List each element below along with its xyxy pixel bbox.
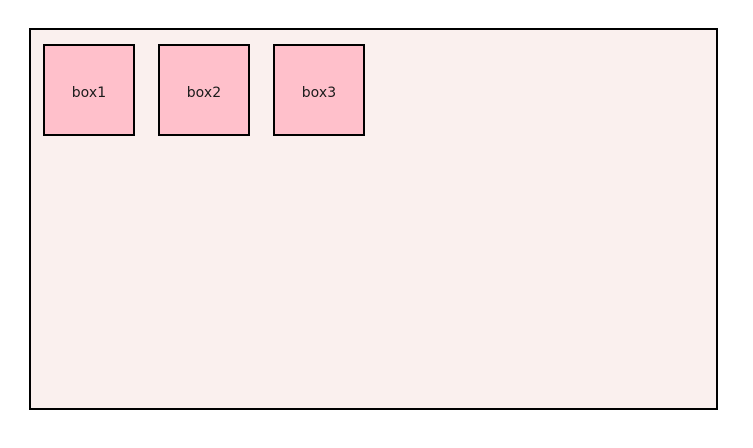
box-label-1: box1	[71, 85, 107, 101]
outer-container: box1 box2 box3	[29, 28, 718, 410]
box-label-2: box2	[186, 85, 222, 101]
box-label-3: box3	[301, 85, 337, 101]
box-row: box1 box2 box3	[43, 44, 365, 136]
box-item-2[interactable]: box2	[158, 44, 250, 136]
box-item-3[interactable]: box3	[273, 44, 365, 136]
box-item-1[interactable]: box1	[43, 44, 135, 136]
